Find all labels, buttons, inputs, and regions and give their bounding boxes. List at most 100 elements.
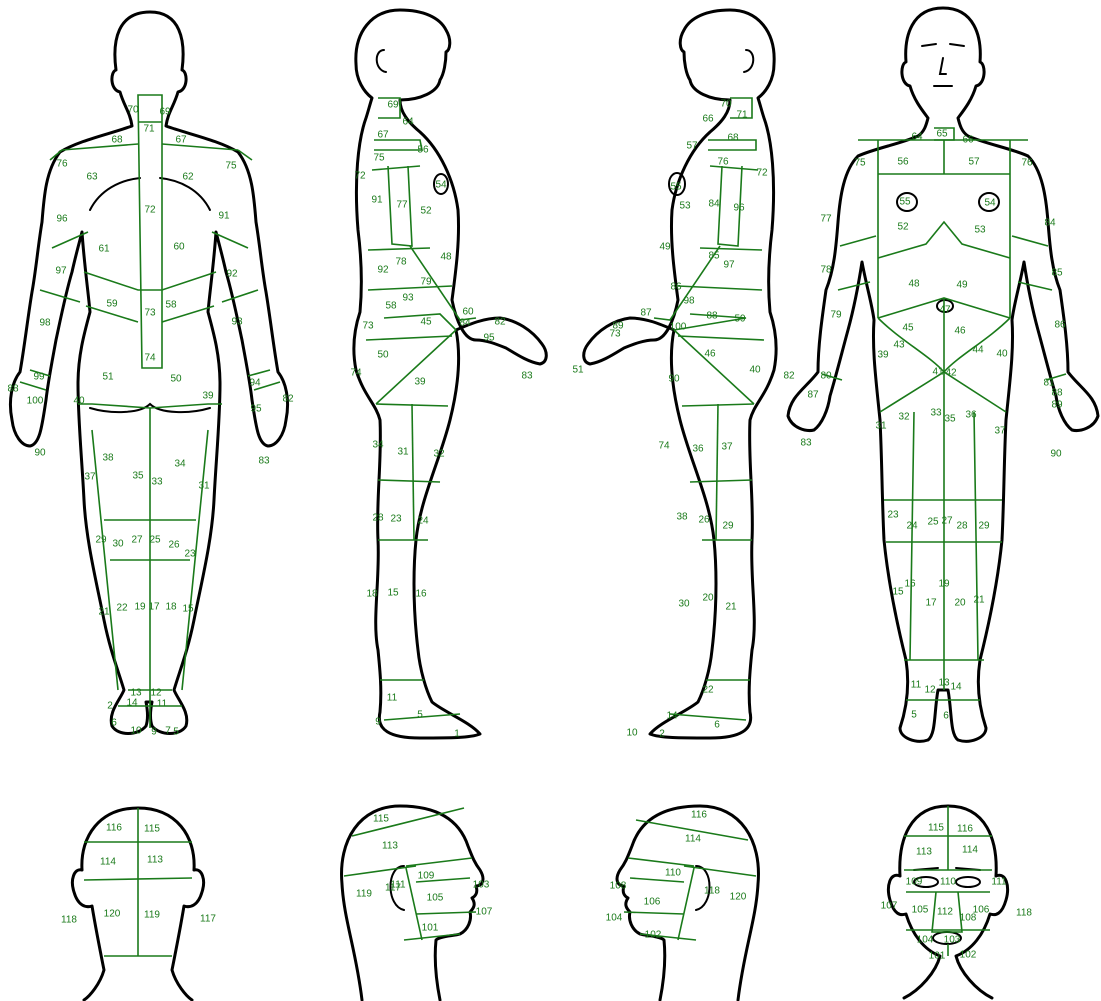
fig2-zone-label-55: 55 <box>670 182 682 193</box>
head3-zone-label-111: 111 <box>991 877 1007 888</box>
right-side-view-segments <box>366 98 476 720</box>
fig3-zone-label-16: 16 <box>904 579 916 590</box>
fig1-zone-label-31: 31 <box>397 447 409 458</box>
fig1-zone-label-45: 45 <box>420 317 432 328</box>
fig2-zone-label-36: 36 <box>692 444 704 455</box>
fig0-zone-label-96: 96 <box>56 214 68 225</box>
fig1-zone-label-32: 32 <box>433 449 445 460</box>
head1-zone-label-109: 109 <box>418 871 435 882</box>
fig0-zone-label-30: 30 <box>112 539 124 550</box>
fig0-zone-label-92: 92 <box>226 269 238 280</box>
fig2-zone-label-14: 14 <box>666 711 678 722</box>
fig3-zone-label-39: 39 <box>877 350 889 361</box>
fig2-zone-label-70: 70 <box>720 99 732 110</box>
left-side-view-ear <box>744 50 753 72</box>
fig2-zone-label-71: 71 <box>736 110 748 121</box>
head1-zone-label-117: 117 <box>385 883 401 894</box>
fig3-zone-label-12: 12 <box>924 685 936 696</box>
fig3-zone-label-41: 41 <box>932 367 944 378</box>
fig3-zone-label-78: 78 <box>820 265 832 276</box>
fig3-zone-label-17: 17 <box>925 598 937 609</box>
fig1-zone-label-75: 75 <box>373 153 385 164</box>
fig0-zone-label-40: 40 <box>73 396 85 407</box>
fig3-zone-label-49: 49 <box>956 280 968 291</box>
fig3-zone-label-75: 75 <box>854 158 866 169</box>
fig3-zone-label-53: 53 <box>974 225 986 236</box>
fig0-zone-label-39: 39 <box>202 391 214 402</box>
fig0-zone-label-97: 97 <box>55 266 67 277</box>
fig3-zone-label-37: 37 <box>994 426 1006 437</box>
fig0-zone-label-51: 51 <box>102 372 114 383</box>
fig3-zone-label-33: 33 <box>930 408 942 419</box>
fig0-zone-label-60: 60 <box>173 242 185 253</box>
fig0-zone-label-6: 6 <box>111 718 117 729</box>
fig1-zone-label-9: 9 <box>375 717 381 728</box>
fig1-zone-label-54: 54 <box>435 180 447 191</box>
fig2-zone-label-74: 74 <box>658 441 670 452</box>
fig1-zone-label-28: 28 <box>372 513 384 524</box>
fig3-zone-label-88: 88 <box>1051 388 1063 399</box>
fig0-zone-label-12: 12 <box>150 688 162 699</box>
fig1-zone-label-78: 78 <box>395 257 407 268</box>
fig2-zone-label-68: 68 <box>727 133 739 144</box>
fig0-zone-label-88: 88 <box>7 384 19 395</box>
fig2-zone-label-49: 49 <box>659 242 671 253</box>
fig0-zone-label-63: 63 <box>86 172 98 183</box>
head1-zone-label-113: 113 <box>382 841 398 852</box>
right-side-view-ear <box>377 50 386 72</box>
fig2-zone-label-22: 22 <box>702 685 714 696</box>
fig3-zone-label-85: 85 <box>1051 268 1063 279</box>
fig3-zone-label-87: 87 <box>807 390 819 401</box>
fig0-zone-label-99: 99 <box>33 372 45 383</box>
fig1-zone-label-18: 18 <box>366 589 378 600</box>
fig3-zone-label-48: 48 <box>908 279 920 290</box>
fig3-zone-label-45: 45 <box>902 323 914 334</box>
fig0-zone-label-93: 93 <box>231 317 243 328</box>
fig3-zone-label-66: 66 <box>962 135 974 146</box>
fig0-zone-label-82: 82 <box>282 394 294 405</box>
head0-zone-label-119: 119 <box>144 910 160 921</box>
fig0-zone-label-19: 19 <box>134 602 146 613</box>
head1-zone-label-103: 103 <box>473 880 490 891</box>
fig0-zone-label-100: 100 <box>27 396 44 407</box>
fig0-zone-label-5: 5 <box>173 727 179 738</box>
fig0-zone-label-23: 23 <box>184 549 196 560</box>
fig1-zone-label-83: 83 <box>521 371 533 382</box>
fig1-zone-label-52: 52 <box>420 206 432 217</box>
head0-zone-label-116: 116 <box>106 823 122 834</box>
fig2-zone-label-88: 88 <box>706 311 718 322</box>
fig1-zone-label-11: 11 <box>387 693 398 704</box>
fig1-zone-label-93: 93 <box>402 293 414 304</box>
fig3-zone-label-76: 76 <box>1021 158 1033 169</box>
fig2-zone-label-76: 76 <box>717 157 729 168</box>
fig2-zone-label-100: 100 <box>670 322 687 333</box>
head-front-right-eye <box>956 877 980 887</box>
fig3-zone-label-56: 56 <box>897 157 909 168</box>
head2-zone-label-116: 116 <box>691 810 707 821</box>
fig1-zone-label-77: 77 <box>396 200 408 211</box>
fig0-zone-label-11: 11 <box>157 699 168 710</box>
head2-zone-label-118: 118 <box>704 886 720 897</box>
fig2-zone-label-90: 90 <box>668 374 680 385</box>
fig0-zone-label-17: 17 <box>148 602 160 613</box>
fig0-zone-label-83: 83 <box>258 456 270 467</box>
fig1-zone-label-16: 16 <box>415 589 427 600</box>
fig0-zone-label-76: 76 <box>56 159 68 170</box>
fig2-zone-label-21: 21 <box>725 602 737 613</box>
head2-zone-label-104: 104 <box>606 913 623 924</box>
fig1-zone-label-92: 92 <box>377 265 389 276</box>
fig3-zone-label-6: 6 <box>943 711 949 722</box>
fig0-zone-label-62: 62 <box>182 172 194 183</box>
fig0-zone-label-9: 9 <box>151 727 157 738</box>
head3-zone-label-107: 107 <box>881 901 898 912</box>
head-right-side-view: 115113111109103119117105107101 <box>342 806 493 1000</box>
fig3-zone-label-14: 14 <box>950 682 962 693</box>
fig3-zone-label-32: 32 <box>898 412 910 423</box>
fig0-zone-label-72: 72 <box>144 205 156 216</box>
fig3-zone-label-19: 19 <box>938 579 950 590</box>
fig0-zone-label-22: 22 <box>116 603 128 614</box>
fig0-zone-label-59: 59 <box>106 299 118 310</box>
fig2-zone-label-40: 40 <box>749 365 761 376</box>
